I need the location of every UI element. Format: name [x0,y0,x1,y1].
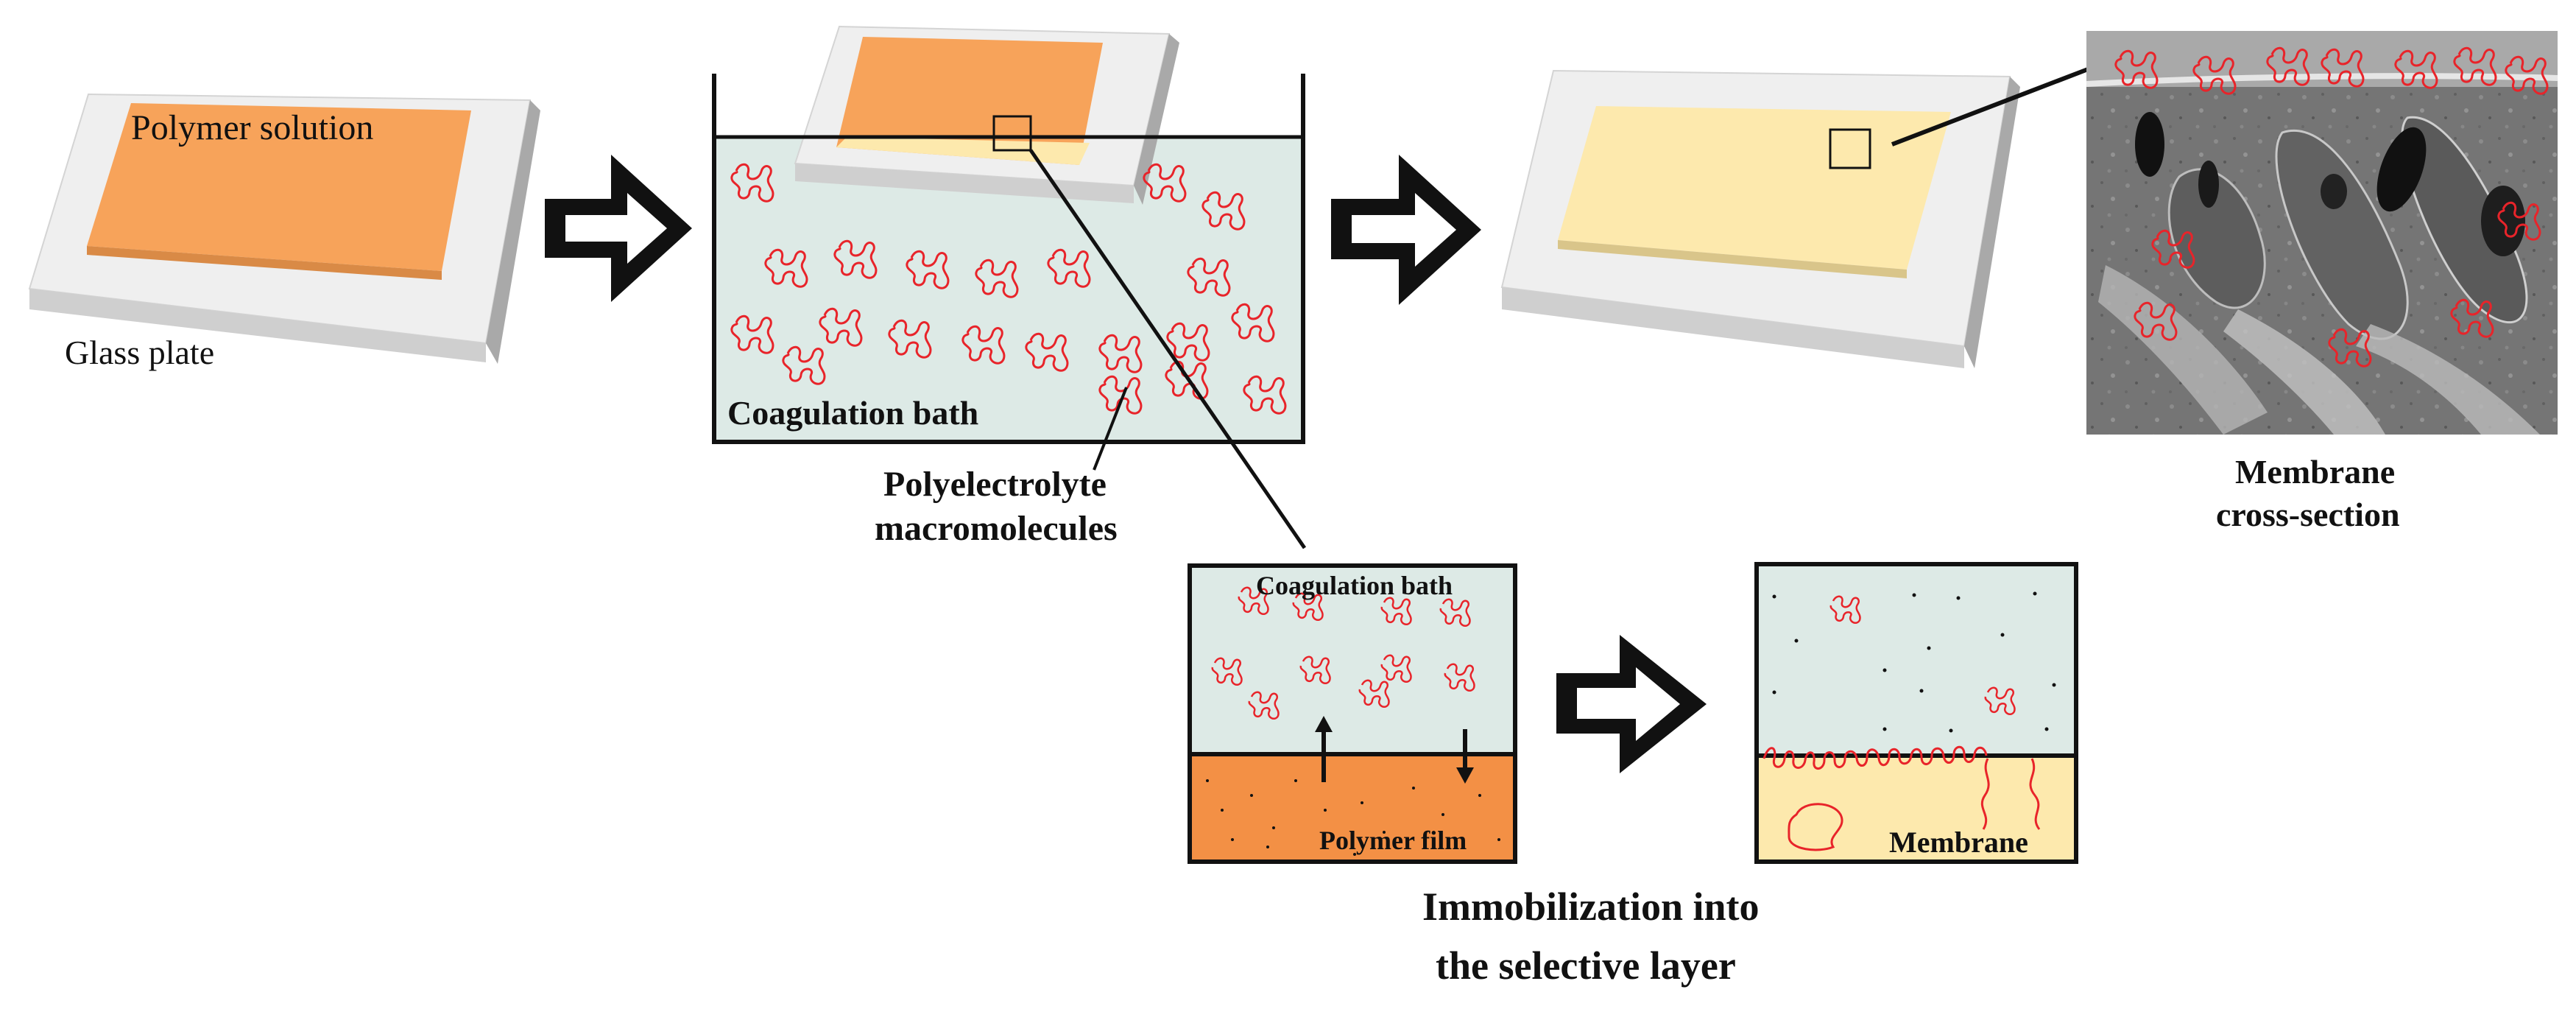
polymer-solution-label: Polymer solution [131,108,374,147]
polymer-film-in-bath [836,37,1103,165]
zoom-box [992,115,1032,152]
sem-leader-line [1891,67,2089,147]
process-arrow-3 [1556,635,1707,773]
polymer-solution-layer [87,103,471,271]
glass-plate-stage3 [1500,69,2020,368]
zoom-panel-after [1754,562,2078,864]
membrane-zoom-box [1829,128,1871,169]
glass-plate-stage1 [28,93,540,364]
immobilization-label-line1: Immobilization into [1422,885,1760,929]
zoom-coagulation-bath-label: Coagulation bath [1256,571,1453,600]
polymer-film-label: Polymer film [1319,826,1467,855]
polyelectrolyte-label-line1: Polyelectrolyte [883,465,1107,504]
zoom-panel-before [1188,563,1517,864]
glass-plate-label: Glass plate [65,334,215,371]
polyelectrolyte-label-line2: macromolecules [875,509,1118,548]
membrane-label: Membrane [1889,826,2028,859]
process-arrow-1 [545,155,692,302]
coagulation-bath-beaker [712,25,1305,444]
membrane-cross-section-label-line2: cross-section [2216,496,2400,533]
sem-cross-section-image [2086,31,2558,435]
process-arrow-2 [1331,155,1481,305]
immobilization-label-line2: the selective layer [1436,943,1736,988]
macromolecule-pointer [1093,387,1128,471]
membrane-cross-section-label-line1: Membrane [2235,453,2396,491]
zoom-leader-line [1028,149,1307,549]
membrane-layer [1558,106,1951,270]
coagulation-bath-label: Coagulation bath [727,394,979,432]
